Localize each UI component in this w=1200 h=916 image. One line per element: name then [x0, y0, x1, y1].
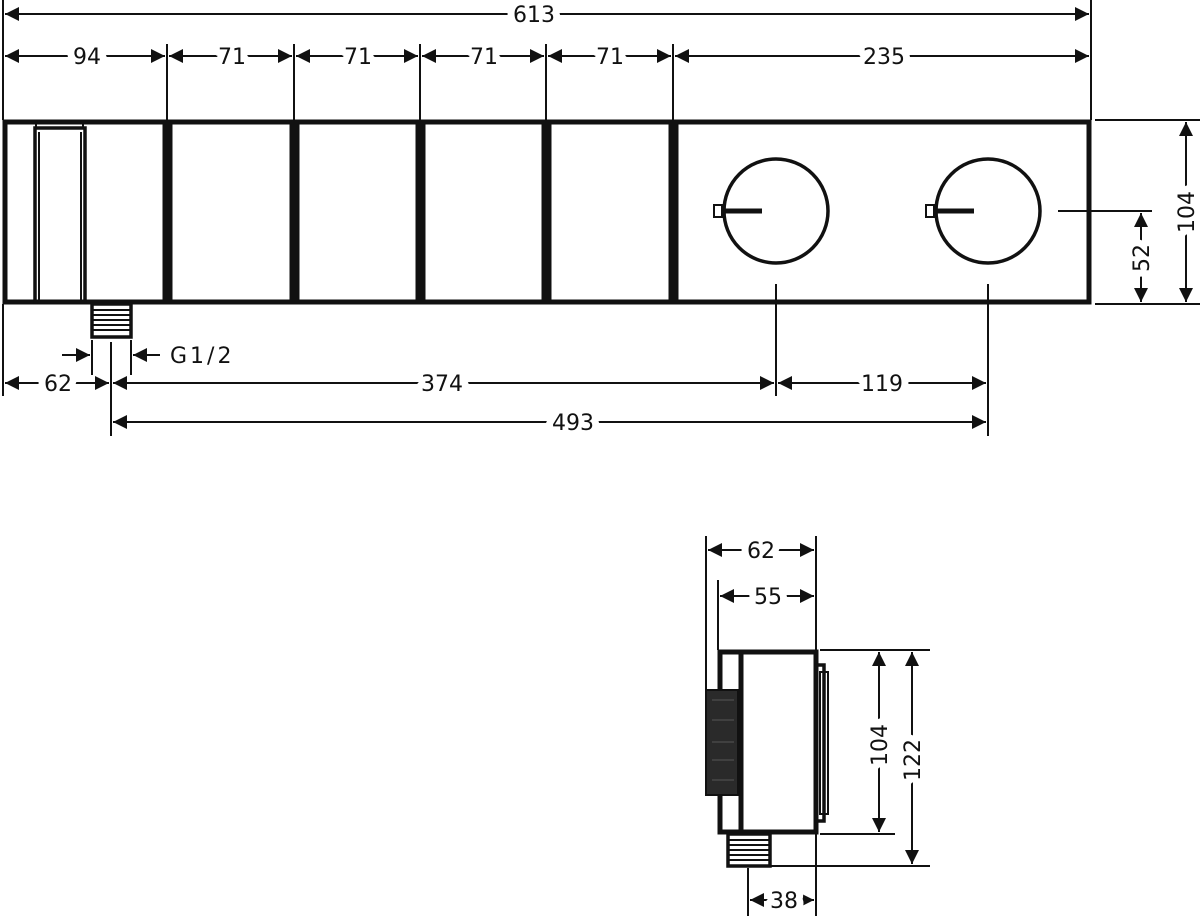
dimension-label: 493: [552, 411, 594, 436]
modules: [2, 119, 1092, 339]
module-blank-4: [546, 119, 674, 305]
dimension-label: 71: [470, 45, 498, 70]
extension-lines-top: [2, 0, 1092, 120]
dimension-label: 62: [747, 539, 775, 564]
module-blank-2: [294, 119, 421, 305]
dimension-label: 62: [44, 372, 72, 397]
dimension-label: 71: [344, 45, 372, 70]
side-body: [705, 649, 829, 868]
dimension-label: 374: [421, 372, 463, 397]
front-view: 613 94 71 71 71 71 235: [2, 0, 1200, 443]
module-outlet-slot: [33, 126, 87, 304]
side-outlet-fitting: [726, 832, 772, 868]
dimension-label: 55: [754, 585, 782, 610]
dimension-height: 104 52: [1058, 119, 1200, 305]
dimension-label: 104: [1175, 191, 1200, 233]
outlet-fitting: [90, 302, 133, 339]
dimension-label: 235: [863, 45, 905, 70]
dimension-label: 104: [868, 724, 893, 766]
knob-1: [713, 157, 830, 265]
dimension-label: 119: [861, 372, 903, 397]
dimension-label: 71: [218, 45, 246, 70]
dimension-label: 122: [901, 739, 926, 781]
dimension-label: 71: [596, 45, 624, 70]
side-view: 62 55 104 122: [705, 532, 933, 916]
knob-2: [925, 157, 1042, 265]
module-blank-3: [420, 119, 547, 305]
dimension-label: 613: [513, 3, 555, 28]
dimension-label: 38: [770, 889, 798, 914]
module-blank-1: [167, 119, 295, 305]
dimension-bottom: 62 374 119 493: [2, 284, 989, 443]
dimension-label: 52: [1130, 244, 1155, 272]
dimension-thread: G1/2: [62, 337, 238, 376]
dimension-label: 94: [73, 45, 101, 70]
dimension-overall-width: 613: [5, 0, 1089, 35]
thread-label: G1/2: [170, 344, 234, 369]
